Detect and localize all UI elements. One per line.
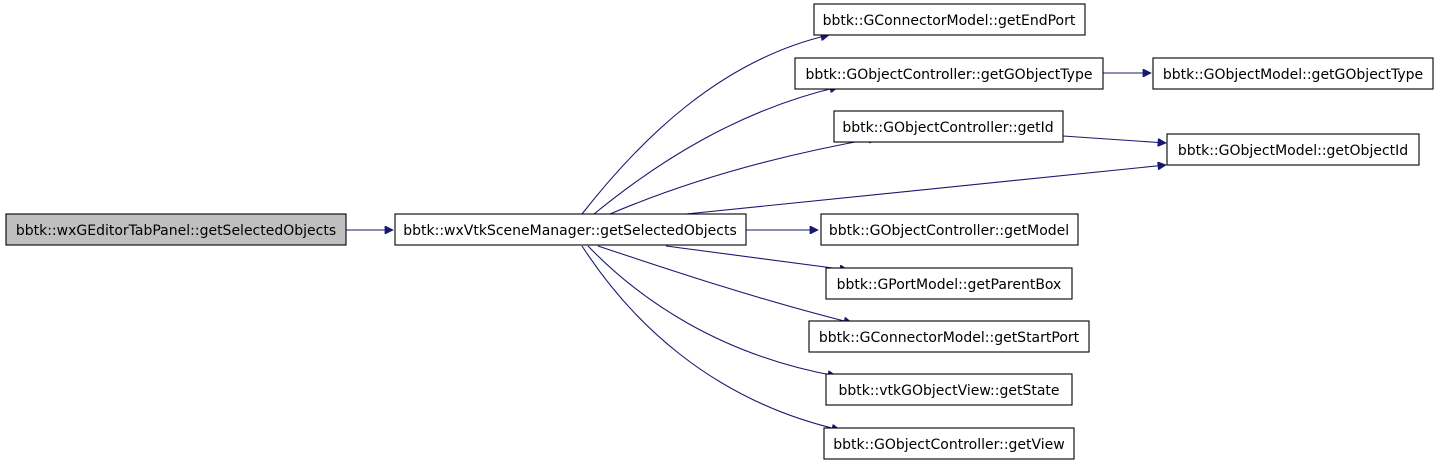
edge-to-controller-get-view [581,245,840,430]
edges [346,35,1166,430]
node-view-get-state-box [825,373,1073,406]
node-controller-get-gobject-type[interactable]: bbtk::GObjectController::getGObjectType [794,57,1104,90]
node-get-end-port-box [813,3,1086,36]
edge-to-get-end-port [581,35,829,215]
node-root-label: bbtk::wxGEditorTabPanel::getSelectedObje… [16,223,336,239]
edge-to-get-start-port [597,245,852,323]
node-scene-manager-label: bbtk::wxVtkSceneManager::getSelectedObje… [403,223,737,239]
node-controller-get-gobject-type-box [794,57,1104,90]
node-view-get-state[interactable]: bbtk::vtkGObjectView::getState [825,373,1073,406]
node-model-get-object-id-box [1166,133,1420,166]
edge-to-controller-get-id [609,138,877,215]
node-port-get-parent-box-box [825,267,1073,300]
edge-to-controller-get-gobject-type [593,87,838,215]
node-port-get-parent-box[interactable]: bbtk::GPortModel::getParentBox [825,267,1073,300]
node-get-start-port[interactable]: bbtk::GConnectorModel::getStartPort [808,320,1090,353]
node-model-get-gobject-type-label: bbtk::GObjectModel::getGObjectType [1163,67,1423,83]
edge-to-model-get-object-id [685,165,1166,215]
node-model-get-object-id-label: bbtk::GObjectModel::getObjectId [1178,143,1408,159]
node-controller-get-view-box [823,427,1075,460]
node-controller-get-model-label: bbtk::GObjectController::getModel [829,223,1069,239]
node-root[interactable]: bbtk::wxGEditorTabPanel::getSelectedObje… [5,213,347,246]
node-scene-manager[interactable]: bbtk::wxVtkSceneManager::getSelectedObje… [394,213,747,246]
node-controller-get-gobject-type-label: bbtk::GObjectController::getGObjectType [806,67,1093,83]
node-get-end-port-label: bbtk::GConnectorModel::getEndPort [823,13,1076,29]
node-controller-get-model[interactable]: bbtk::GObjectController::getModel [820,213,1079,246]
node-controller-get-model-box [820,213,1079,246]
edge-to-view-get-state [587,245,836,376]
node-model-get-object-id[interactable]: bbtk::GObjectModel::getObjectId [1166,133,1420,166]
node-model-get-gobject-type-box [1152,57,1434,90]
node-model-get-gobject-type[interactable]: bbtk::GObjectModel::getGObjectType [1152,57,1434,90]
node-get-start-port-label: bbtk::GConnectorModel::getStartPort [819,330,1080,346]
node-scene-manager-box [394,213,747,246]
node-get-end-port[interactable]: bbtk::GConnectorModel::getEndPort [813,3,1086,36]
node-get-start-port-box [808,320,1090,353]
edge-controller-get-id-to-model-get-object-id [1062,135,1166,143]
node-controller-get-id-box [833,110,1064,143]
node-port-get-parent-box-label: bbtk::GPortModel::getParentBox [837,277,1062,293]
node-controller-get-view-label: bbtk::GObjectController::getView [833,437,1065,453]
node-root-box [5,213,347,246]
node-controller-get-view[interactable]: bbtk::GObjectController::getView [823,427,1075,460]
node-controller-get-id[interactable]: bbtk::GObjectController::getId [833,110,1064,143]
edge-to-port-get-parent-box [665,245,848,270]
node-controller-get-id-label: bbtk::GObjectController::getId [842,120,1053,136]
node-view-get-state-label: bbtk::vtkGObjectView::getState [838,383,1059,399]
